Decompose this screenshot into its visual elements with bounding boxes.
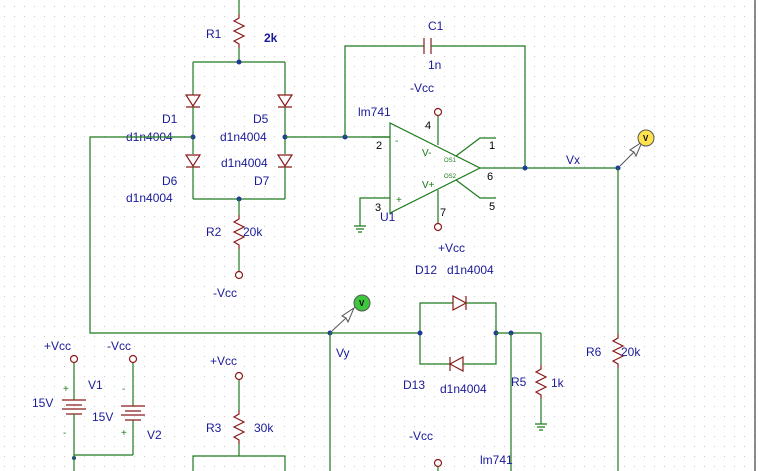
resistor-r5[interactable] [534, 333, 548, 431]
d5-model: d1n4004 [220, 130, 267, 144]
r6-value: 20k [621, 345, 641, 359]
c1-value: 1n [428, 58, 441, 72]
diode-d6[interactable] [184, 137, 202, 199]
r3-supply-label: +Vcc [210, 354, 237, 368]
d6-model: d1n4004 [126, 191, 173, 205]
u1-pin-os1: 1 [489, 140, 495, 152]
u1-vneg-supply: -Vcc [410, 81, 434, 95]
d5-name: D5 [253, 112, 269, 126]
u1-pin-vneg: 4 [425, 120, 431, 132]
v2-name: V2 [147, 428, 162, 442]
v1-minus-sign: - [63, 428, 66, 439]
opamp-u1[interactable] [354, 107, 618, 233]
d6-name: D6 [162, 174, 178, 188]
u2-vneg-supply: -Vcc [409, 429, 433, 443]
u1-plus-sign: + [396, 195, 402, 206]
u1-os2-label: OS2 [444, 174, 457, 180]
voltage-source-v2[interactable] [121, 354, 145, 456]
vx-voltage-probe[interactable] [619, 129, 655, 167]
junction-dot [417, 330, 423, 336]
v1-value: 15V [32, 396, 53, 410]
u1-vpos-label: V+ [422, 180, 435, 191]
r2-value: 20k [243, 225, 263, 239]
u1-vneg-label: V- [422, 148, 431, 159]
v2-minus-sign: - [122, 384, 125, 395]
r2-supply-label: -Vcc [213, 286, 237, 300]
vy-feedback-wire [89, 136, 330, 334]
junction-dot [236, 59, 242, 65]
u1-pin-vpos: 7 [440, 207, 446, 219]
r1-name: R1 [206, 27, 222, 41]
d7-model: d1n4004 [221, 156, 268, 170]
diode-d7[interactable] [276, 137, 294, 199]
u1-os1-label: OS1 [444, 158, 457, 164]
r2-name: R2 [206, 225, 222, 239]
u1-pin-os2: 5 [489, 201, 495, 213]
v2-value: 15V [92, 410, 113, 424]
resistor-r6[interactable] [611, 168, 625, 471]
diode-d5[interactable] [276, 62, 294, 137]
resistor-r2[interactable] [232, 199, 246, 280]
junction-dot [522, 165, 528, 171]
r5-name: R5 [511, 375, 527, 389]
vy-net-label: Vy [336, 346, 350, 360]
resistor-r3[interactable] [192, 371, 286, 471]
vx-net-label: Vx [566, 153, 580, 167]
d12-model: d1n4004 [447, 263, 494, 277]
d13-name: D13 [403, 378, 425, 392]
vy-voltage-probe[interactable] [331, 294, 371, 332]
u1-model: lm741 [358, 105, 391, 119]
d1-name: D1 [162, 112, 178, 126]
v1-name: V1 [88, 378, 103, 392]
d12-name: D12 [415, 263, 437, 277]
u1-pin-out: 6 [487, 171, 493, 183]
u1-pin-inv: 2 [376, 140, 382, 152]
d7-name: D7 [254, 174, 270, 188]
r3-value: 30k [254, 421, 274, 435]
diode-d13[interactable] [419, 333, 497, 373]
v2-plus-sign: + [121, 428, 127, 439]
vy-probe-label: V [359, 299, 365, 308]
v1-supply-label: +Vcc [44, 339, 71, 353]
r3-name: R3 [206, 421, 222, 435]
v1-plus-sign: + [63, 384, 69, 395]
vx-probe-label: V [643, 134, 649, 143]
v2-supply-label: -Vcc [107, 339, 131, 353]
r1-value: 2k [264, 31, 278, 45]
diode-d12[interactable] [419, 294, 497, 333]
d13-model: d1n4004 [440, 382, 487, 396]
u2-supply-terminal [433, 458, 443, 468]
diode-d1[interactable] [184, 62, 202, 137]
u1-name: U1 [380, 210, 396, 224]
u2-model: lm741 [480, 453, 513, 467]
u1-pin-noninv: 3 [375, 202, 381, 214]
c1-name: C1 [428, 19, 444, 33]
u1-minus-sign: - [395, 136, 398, 147]
r5-value: 1k [551, 376, 565, 390]
capacitor-c1[interactable] [344, 38, 526, 168]
u1-vpos-supply: +Vcc [438, 241, 465, 255]
r6-name: R6 [586, 345, 602, 359]
